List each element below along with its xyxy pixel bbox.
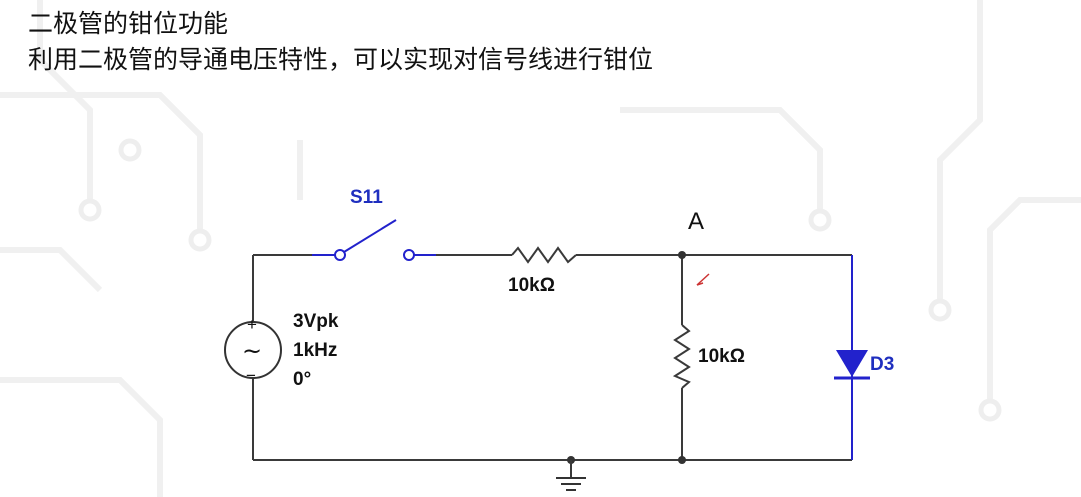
shunt-resistor (672, 324, 691, 389)
source-minus-sign: − (246, 366, 256, 385)
sine-wave-icon: ~ (242, 337, 262, 365)
node-a-junction (678, 251, 686, 259)
diode-label: D3 (870, 354, 894, 375)
page-title: 二极管的钳位功能 (28, 9, 229, 38)
source-amplitude-label: 3Vpk (293, 311, 339, 332)
source-plus-sign: + (247, 315, 257, 334)
ac-voltage-source: + − ~ (224, 315, 282, 385)
shunt-resistor-label: 10kΩ (698, 346, 745, 367)
series-resistor-label: 10kΩ (508, 275, 555, 296)
ground-symbol (556, 456, 686, 491)
node-a-label: A (688, 208, 704, 235)
probe-cursor-icon (696, 273, 710, 286)
page-subtitle: 利用二极管的导通电压特性，可以实现对信号线进行钳位 (28, 45, 654, 74)
switch-label: S11 (350, 187, 383, 208)
source-phase-label: 0° (293, 369, 311, 390)
source-frequency-label: 1kHz (293, 340, 337, 361)
switch-s11[interactable] (312, 219, 436, 261)
series-resistor (511, 246, 577, 264)
diode-d3 (834, 350, 870, 380)
